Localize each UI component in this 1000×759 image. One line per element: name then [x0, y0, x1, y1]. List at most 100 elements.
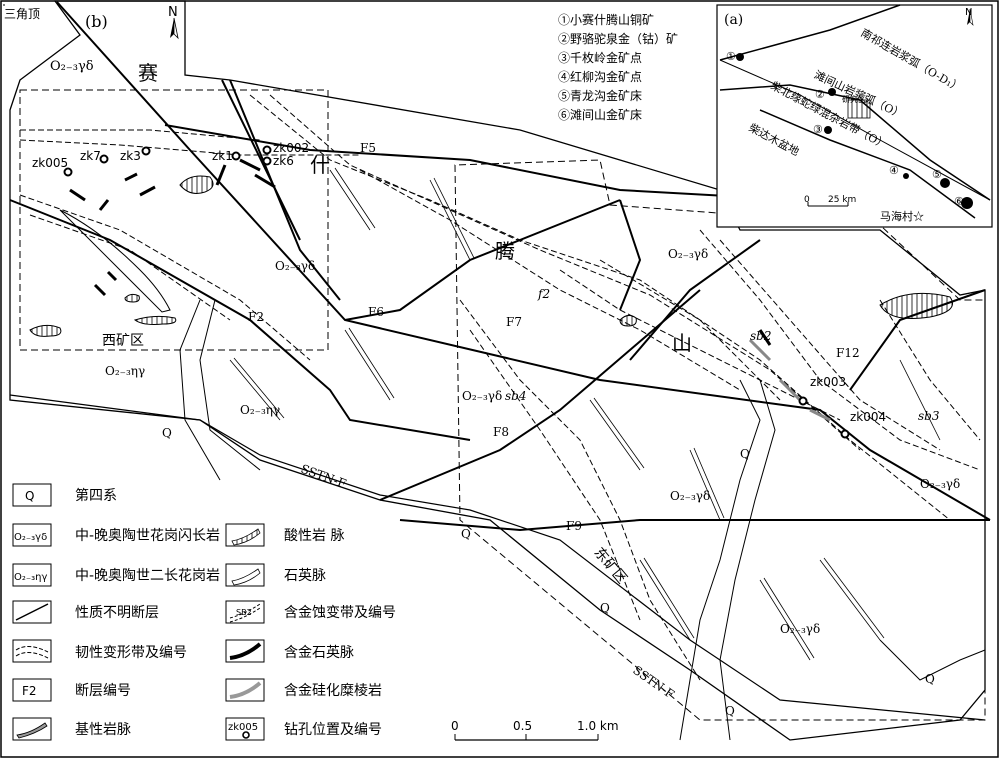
unit-label: Q — [740, 447, 750, 461]
legend-right: 酸性岩 脉 石英脉 SB2 含金蚀变带及编号 含金石英脉 含金硅化糜棱岩 zk0… — [225, 523, 396, 741]
west-area-label: 西矿区 — [102, 333, 144, 349]
deposit-item: ⑥滩间山金矿床 — [558, 107, 642, 122]
west-area-box — [19, 89, 329, 351]
deposit-item: ④红柳沟金矿点 — [558, 69, 642, 84]
panel-a-label: (a) — [724, 12, 743, 28]
unit-label: O₂₋₃γδ — [670, 489, 710, 503]
drillhole-label: zk002 — [273, 141, 309, 155]
svg-text:①: ① — [726, 50, 736, 63]
svg-text:Q: Q — [25, 489, 34, 503]
drillhole-label: zk004 — [850, 410, 886, 424]
svg-text:SB2: SB2 — [236, 608, 252, 617]
zone-label: sb4 — [505, 389, 526, 403]
east-area-box — [454, 159, 986, 721]
unit-label: O₂₋₃γδ — [50, 59, 94, 74]
svg-text:⑤: ⑤ — [932, 168, 942, 181]
svg-text:含金石英脉: 含金石英脉 — [284, 644, 354, 661]
unit-label: O₂₋₃ηγ — [105, 364, 145, 378]
fault-label: F6 — [368, 305, 384, 319]
deposit-item: ①小赛什腾山铜矿 — [558, 12, 654, 27]
svg-text:中-晚奥陶世花岗闪长岩: 中-晚奥陶世花岗闪长岩 — [75, 527, 220, 544]
fault-label: F12 — [836, 346, 860, 360]
unit-label: O₂₋₃γδ — [780, 622, 820, 636]
gold-quartz-veins — [69, 158, 772, 346]
legend-left: Q 第四系 O₂₋₃γδ 中-晚奥陶世花岗闪长岩 O₂₋₃ηγ 中-晚奥陶世二长… — [12, 483, 220, 741]
north-arrow-icon: N — [168, 5, 179, 40]
panel-b-label: (b) — [85, 12, 108, 31]
svg-text:含金蚀变带及编号: 含金蚀变带及编号 — [284, 605, 396, 621]
drillhole-label: zk1 — [212, 149, 233, 163]
svg-text:第四系: 第四系 — [75, 487, 117, 504]
svg-text:⑥: ⑥ — [954, 195, 964, 208]
zone-label: f2 — [537, 287, 550, 301]
unit-label: O₂₋₃γδ — [275, 259, 315, 273]
svg-text:0.5: 0.5 — [513, 719, 532, 733]
deposit-list: ①小赛什腾山铜矿 ②野骆驼泉金（钴）矿 ③千枚岭金矿点 ④红柳沟金矿点 ⑤青龙沟… — [558, 12, 678, 122]
drillhole-label: zk6 — [273, 154, 294, 168]
faults — [9, 1, 991, 532]
region-char-sai: 赛 — [138, 61, 158, 85]
svg-text:石英脉: 石英脉 — [284, 567, 326, 584]
svg-text:基性岩脉: 基性岩脉 — [75, 721, 131, 738]
region-char-shan: 山 — [672, 331, 692, 355]
deposit-item: ②野骆驼泉金（钴）矿 — [558, 31, 678, 46]
svg-text:钻孔位置及编号: 钻孔位置及编号 — [284, 722, 382, 738]
svg-text:韧性变形带及编号: 韧性变形带及编号 — [75, 645, 187, 661]
zone-label: sb3 — [918, 409, 940, 423]
svg-text:0: 0 — [804, 195, 810, 205]
svg-text:O₂₋₃ηγ: O₂₋₃ηγ — [14, 572, 48, 583]
unit-label: Q — [162, 426, 172, 440]
drillhole-label: zk3 — [120, 149, 141, 163]
svg-text:③: ③ — [813, 123, 823, 136]
zone-label: sb2 — [750, 329, 771, 343]
gold-mylonite — [748, 338, 831, 422]
svg-text:酸性岩 脉: 酸性岩 脉 — [284, 528, 344, 544]
unit-label: Q — [600, 601, 610, 615]
svg-text:断层编号: 断层编号 — [75, 683, 131, 699]
svg-text:④: ④ — [889, 164, 899, 177]
fault-label: F7 — [506, 315, 522, 329]
unit-label: O₂₋₃γδ — [462, 389, 502, 403]
fault-label: F9 — [566, 519, 582, 533]
inset-map: (a) N 滩间山岩浆弧（O） 南祁连岩浆弧（O-D₁） 柴北缘蛇绿混杂岩带（O… — [716, 4, 993, 228]
quartz-veins — [229, 167, 941, 661]
drillholes: zk005 zk7 zk3 zk1 zk002 zk6 zk003 zk004 — [32, 141, 886, 439]
svg-text:N: N — [965, 7, 972, 18]
acid-dikes — [29, 175, 953, 337]
svg-text:zk005: zk005 — [228, 722, 258, 733]
svg-text:F2: F2 — [22, 684, 37, 698]
unit-label: Q — [461, 527, 471, 541]
region-char-teng: 腾 — [495, 239, 515, 263]
svg-text:0: 0 — [451, 719, 459, 733]
study-area-label: 研究区 — [842, 94, 866, 104]
village-label: 马海村☆ — [880, 209, 924, 223]
svg-text:25 km: 25 km — [828, 195, 856, 205]
svg-text:含金硅化糜棱岩: 含金硅化糜棱岩 — [284, 682, 382, 699]
unit-label: O₂₋₃γδ — [668, 247, 708, 261]
svg-text:②: ② — [815, 88, 825, 101]
unit-label: Q — [725, 704, 735, 718]
region-char-shi: 什 — [310, 153, 330, 177]
drillhole-label: zk003 — [810, 375, 846, 389]
scale-bar: 0 0.5 1.0 km — [451, 719, 619, 741]
rivers — [179, 299, 986, 741]
unit-label: O₂₋₃ηγ — [240, 403, 280, 417]
fault-label: F5 — [360, 141, 376, 155]
fault-label: F8 — [493, 425, 509, 439]
corner-label: 三角顶 — [4, 7, 40, 21]
svg-text:性质不明断层: 性质不明断层 — [75, 605, 159, 621]
svg-text:中-晚奥陶世二长花岗岩: 中-晚奥陶世二长花岗岩 — [75, 567, 220, 584]
deposit-item: ⑤青龙沟金矿床 — [558, 88, 642, 103]
unit-label: Q — [925, 672, 935, 686]
drillhole-label: zk7 — [80, 149, 101, 163]
svg-text:1.0 km: 1.0 km — [577, 719, 619, 733]
deposit-item: ③千枚岭金矿点 — [558, 50, 642, 65]
ductile-zones — [19, 94, 981, 681]
legend: Q 第四系 O₂₋₃γδ 中-晚奥陶世花岗闪长岩 O₂₋₃ηγ 中-晚奥陶世二长… — [12, 483, 396, 741]
unit-label: O₂₋₃γδ — [920, 477, 960, 491]
drillhole-label: zk005 — [32, 156, 68, 170]
fault-label: F2 — [248, 310, 264, 324]
svg-text:O₂₋₃γδ: O₂₋₃γδ — [14, 532, 47, 543]
svg-text:N: N — [168, 5, 178, 20]
